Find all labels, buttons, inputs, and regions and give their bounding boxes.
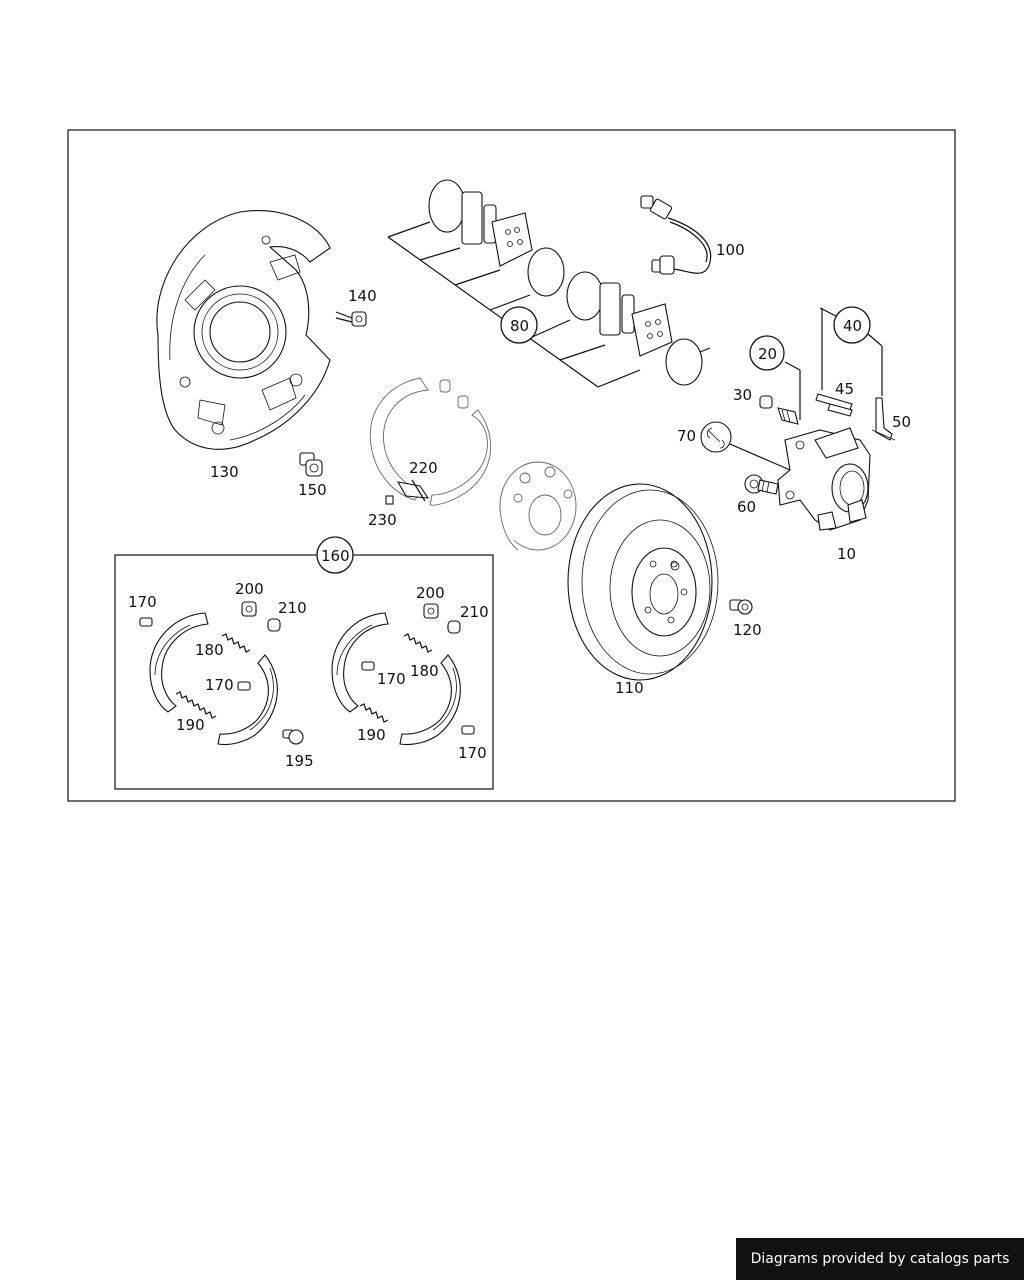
brake-caliper-part[interactable] [777, 427, 871, 531]
callout-200b: 200 [416, 584, 445, 602]
spring-clip-50-part[interactable] [871, 397, 896, 441]
callout-160: 160 [321, 547, 350, 565]
backing-plate-part[interactable] [156, 210, 331, 450]
spring-190-right-part[interactable] [359, 703, 389, 723]
callout-170c: 170 [377, 670, 406, 688]
leader-20 [784, 361, 801, 371]
callout-170d: 170 [458, 744, 487, 762]
callout-100: 100 [716, 241, 745, 259]
bolt-60-part[interactable] [744, 474, 779, 495]
seal-210-left-part[interactable] [267, 618, 281, 632]
callout-150: 150 [298, 481, 327, 499]
bolt-195-part[interactable] [282, 729, 304, 745]
callout-230: 230 [368, 511, 397, 529]
leader-70 [729, 443, 791, 471]
guide-pin-part[interactable] [815, 393, 853, 417]
brake-disc-part[interactable] [567, 483, 719, 681]
bolt-140-part[interactable] [335, 311, 367, 327]
callout-circle-40 [833, 306, 871, 344]
callout-30: 30 [733, 386, 752, 404]
callout-130: 130 [210, 463, 239, 481]
callout-70: 70 [677, 427, 696, 445]
cap-200-left-part[interactable] [241, 601, 257, 617]
callout-200a: 200 [235, 580, 264, 598]
parking-brake-assembly-part[interactable] [369, 377, 492, 506]
wheel-hub-part[interactable] [499, 461, 577, 551]
pin-170d-part[interactable] [461, 725, 475, 735]
callout-180a: 180 [195, 641, 224, 659]
leader-40-right [867, 333, 883, 347]
bolt-150-part[interactable] [299, 452, 323, 477]
callout-170b: 170 [205, 676, 234, 694]
cap-30-part[interactable] [759, 395, 773, 409]
callout-circle-20 [749, 335, 785, 371]
shoe-kit-inset-box [114, 554, 494, 790]
callout-195: 195 [285, 752, 314, 770]
callout-40: 40 [843, 317, 862, 335]
callout-190a: 190 [176, 716, 205, 734]
callout-190b: 190 [357, 726, 386, 744]
pin-170c-part[interactable] [361, 661, 375, 671]
callout-210a: 210 [278, 599, 307, 617]
clip-230-part[interactable] [385, 495, 394, 505]
callout-circle-160 [316, 536, 354, 574]
wear-sensor-part[interactable] [640, 195, 712, 275]
callout-220: 220 [409, 459, 438, 477]
spring-180-left-part[interactable] [221, 633, 251, 653]
callout-45: 45 [835, 380, 854, 398]
callout-circle-80 [500, 306, 538, 344]
diagram-frame [67, 129, 956, 802]
wrench-icon [700, 421, 732, 453]
callout-80: 80 [510, 317, 529, 335]
callout-110: 110 [615, 679, 644, 697]
bleeder-screw-part[interactable] [777, 407, 799, 425]
callout-180b: 180 [410, 662, 439, 680]
spring-180-right-part[interactable] [403, 633, 433, 653]
callout-10: 10 [837, 545, 856, 563]
screw-120-part[interactable] [729, 599, 753, 615]
callout-140: 140 [348, 287, 377, 305]
callout-120: 120 [733, 621, 762, 639]
footer-credit: Diagrams provided by catalogs parts [736, 1238, 1024, 1280]
shoe-set-left-part[interactable] [149, 612, 278, 746]
callout-210b: 210 [460, 603, 489, 621]
pin-170b-part[interactable] [237, 681, 251, 691]
callout-60: 60 [737, 498, 756, 516]
callout-50: 50 [892, 413, 911, 431]
callout-20: 20 [758, 345, 777, 363]
cap-200-right-part[interactable] [423, 603, 439, 619]
callout-170a: 170 [128, 593, 157, 611]
seal-210-right-part[interactable] [447, 620, 461, 634]
brake-pads-part[interactable] [387, 179, 711, 388]
shoe-set-right-part[interactable] [331, 612, 461, 746]
pin-170a-part[interactable] [139, 617, 153, 627]
leader-40-left [819, 307, 837, 317]
spring-190-left-part[interactable] [175, 691, 217, 719]
